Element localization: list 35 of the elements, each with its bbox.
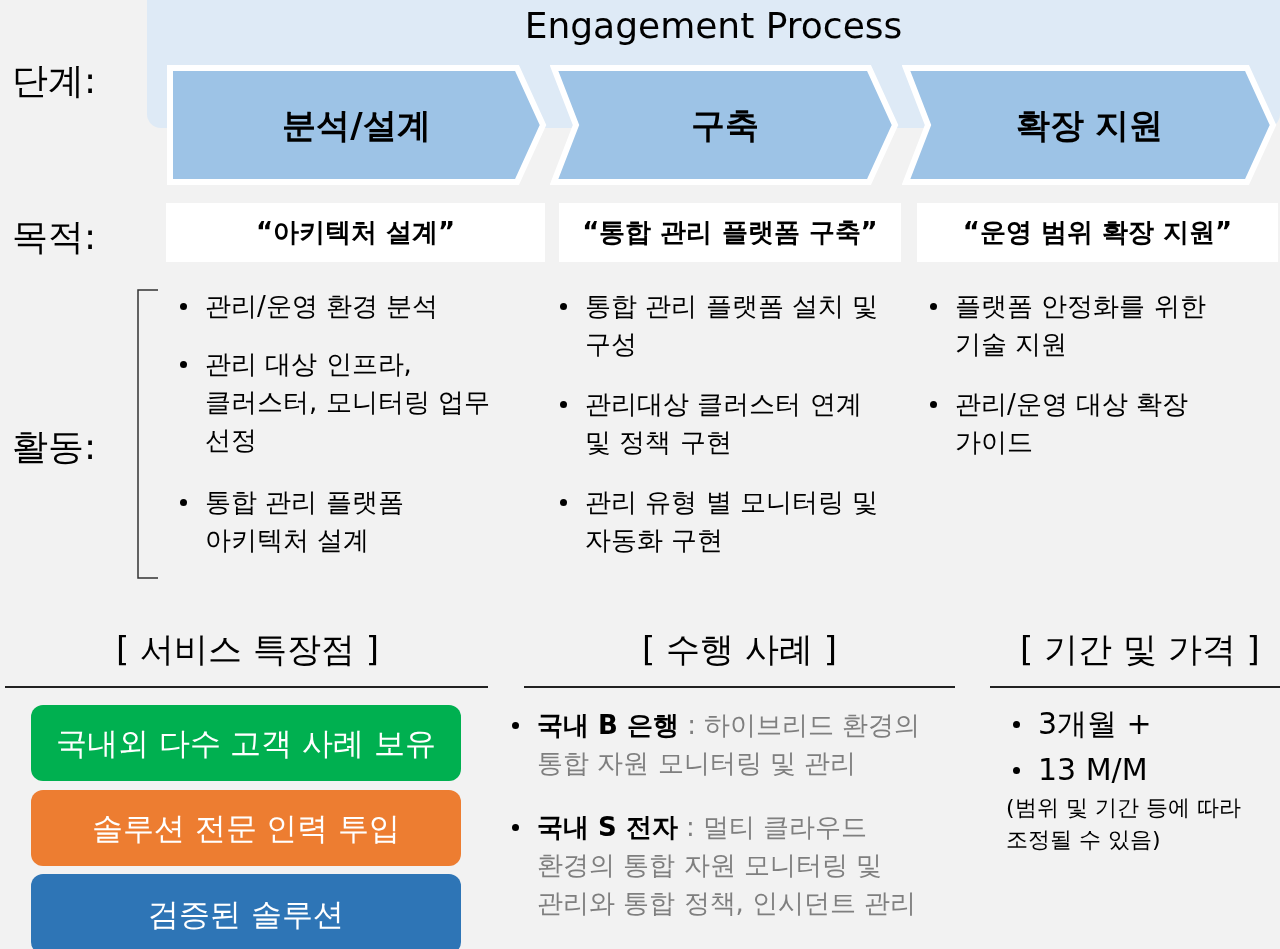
purpose-text: “통합 관리 플랫폼 구축” [582,216,878,249]
activity-text: 관리 유형 별 모니터링 및 자동화 구현 [585,486,880,557]
activity-text: 플랫폼 안정화를 위한 기술 지원 [955,290,1207,361]
phase-label: 확장 지원 [1015,103,1164,147]
activity-text: 관리 대상 인프라, 클러스터, 모니터링 업무 선정 [205,348,491,457]
activity-text: 통합 관리 플랫폼 아키텍처 설계 [205,486,405,557]
section-heading: [ 수행 사례 ] [641,628,838,671]
case-text: 국내 S 전자 : 멀티 클라우드 환경의 통합 자원 모니터링 및 관리와 통합 정책, 인시던트 관리 [537,811,918,920]
feature-text: 검증된 솔루션 [148,894,344,934]
section-heading: [ 서비스 특장점 ] [115,628,380,671]
purpose-text: “운영 범위 확장 지원” [962,216,1233,249]
case-text: 국내 B 은행 : 하이브리드 환경의 통합 자원 모니터링 및 관리 [537,709,922,780]
feature-box [31,874,461,949]
activity-text: 관리/운영 대상 확장 가이드 [955,388,1190,459]
activity-text: 통합 관리 플랫폼 설치 및 구성 [585,290,880,361]
row-label: 목적: [12,215,98,259]
duration-text: 3개월 + [1038,705,1153,743]
row-label: 단계: [12,59,98,103]
feature-text: 솔루션 전문 인력 투입 [91,808,401,848]
activity-text: 관리대상 클러스터 연계 및 정책 구현 [585,388,863,459]
row-label: 활동: [12,425,98,469]
process-title: Engagement Process [523,4,904,48]
feature-box [31,705,461,781]
process-step [550,64,899,186]
feature-text: 국내외 다수 고객 사례 보유 [55,723,437,763]
process-step [166,64,547,186]
section-heading: [ 기간 및 가격 ] [1019,628,1261,671]
price-text: 13 M/M [1038,751,1149,789]
note-text: (범위 및 기간 등에 따라 조정될 수 있음) [1006,794,1242,854]
phase-label: 구축 [690,103,759,147]
purpose-text: “아키텍처 설계” [255,216,456,249]
phase-label: 분석/설계 [282,103,431,147]
activity-text: 관리/운영 환경 분석 [205,290,440,323]
process-step [902,64,1277,186]
feature-box [31,790,461,866]
